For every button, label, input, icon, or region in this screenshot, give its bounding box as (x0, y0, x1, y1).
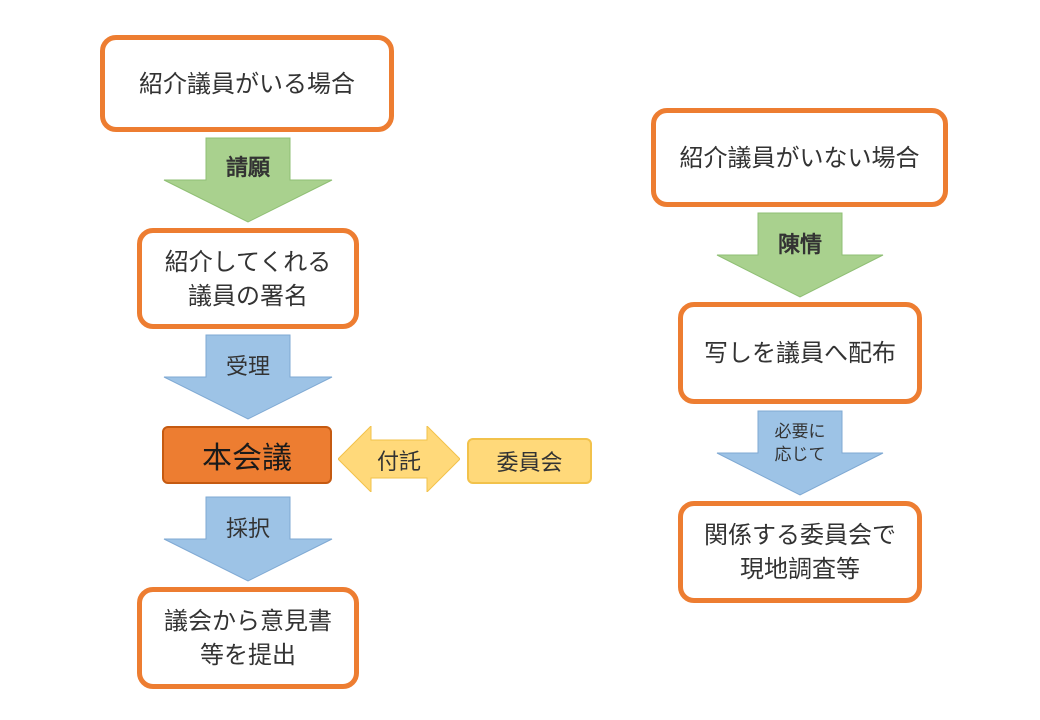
accept-arrow-label: 受理 (225, 355, 270, 380)
petition-arrow: 請願 (163, 137, 333, 223)
result-box-opinion: 議会から意見書 等を提出 (137, 587, 359, 689)
appeal-arrow-label: 陳情 (777, 233, 822, 258)
petition-arrow-label: 請願 (225, 156, 270, 181)
refer-arrow-label: 付託 (376, 450, 421, 475)
green-down-arrow-shape (163, 137, 333, 223)
as-needed-arrow-label: 必要に 応じて (774, 422, 826, 465)
accept-arrow: 受理 (163, 334, 333, 420)
refer-double-arrow: 付託 (338, 426, 460, 492)
distribute-box-label: 写しを議員へ配布 (704, 339, 896, 367)
as-needed-arrow: 必要に 応じて (716, 410, 884, 496)
appeal-arrow: 陳情 (716, 212, 884, 298)
start-box-with-introducer: 紹介議員がいる場合 (100, 35, 394, 132)
green-down-arrow-shape (716, 212, 884, 298)
start-box-without-introducer-label: 紹介議員がいない場合 (679, 143, 920, 172)
blue-down-arrow-shape (716, 410, 884, 496)
adopt-arrow-label: 採択 (225, 517, 270, 542)
adopt-arrow: 採択 (163, 496, 333, 582)
committee-label: 委員会 (496, 451, 563, 476)
committee-box: 委員会 (467, 438, 592, 484)
result-box-investigation: 関係する委員会で 現地調査等 (678, 501, 922, 603)
plenary-session-box: 本会議 (162, 426, 332, 484)
start-box-with-introducer-label: 紹介議員がいる場合 (139, 69, 355, 98)
distribute-box: 写しを議員へ配布 (678, 302, 922, 404)
signature-box: 紹介してくれる 議員の署名 (137, 228, 359, 329)
double-headed-arrow-shape (338, 426, 460, 492)
signature-box-label: 紹介してくれる 議員の署名 (164, 247, 332, 310)
start-box-without-introducer: 紹介議員がいない場合 (651, 108, 948, 207)
blue-down-arrow-shape (163, 334, 333, 420)
plenary-session-label: 本会議 (202, 441, 292, 476)
result-box-opinion-label: 議会から意見書 等を提出 (164, 607, 332, 669)
blue-down-arrow-shape (163, 496, 333, 582)
result-box-investigation-label: 関係する委員会で 現地調査等 (704, 521, 896, 583)
